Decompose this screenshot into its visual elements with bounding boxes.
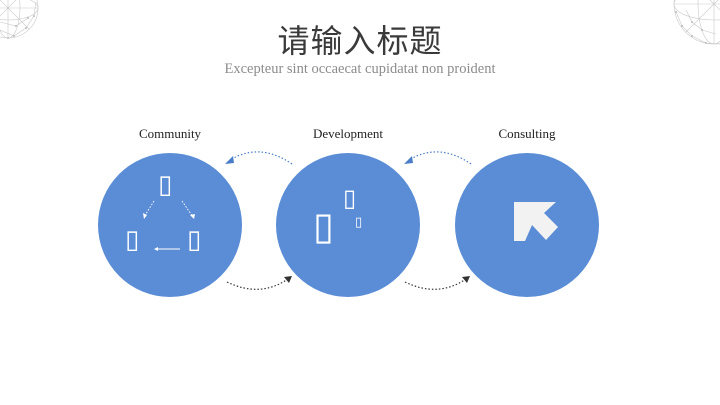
top-arrowhead-right [404,156,413,164]
step-label-development: Development [312,126,384,141]
box-glyph: ▯ [313,204,334,248]
step-circle-development: ▯ ▯ ▯ [276,153,420,297]
cursor-arrow-icon [514,202,558,241]
bottom-arrowhead-right [462,276,470,283]
box-glyph: ▯ [187,225,202,255]
cycle-arrows-icon [143,200,195,251]
top-arrow-path-left [229,151,293,165]
box-glyph: ▯ [343,184,357,212]
box-glyph: ▯ [158,170,173,200]
box-glyph: ▯ [355,215,363,230]
bottom-arrowhead-left [284,276,292,283]
bottom-arrow-path-right [404,278,467,290]
top-arrowhead-left [225,156,234,164]
step-circle-community: ▯ ▯ ▯ [98,153,242,297]
bottom-arrow-path-left [226,278,289,290]
step-circle-consulting [455,153,599,297]
step-label-consulting: Consulting [498,126,556,141]
wireframe-globe-right-icon [673,0,720,45]
box-glyph: ▯ [125,225,140,255]
top-arrow-path-right [408,151,472,165]
slide-subtitle: Excepteur sint occaecat cupidatat non pr… [224,61,496,77]
community-cycle-icon: ▯ ▯ ▯ [98,153,242,297]
step-label-community: Community [138,126,202,141]
wireframe-globe-left-icon [0,0,39,39]
slide-title: 请输入标题 [277,22,443,60]
development-icon: ▯ ▯ ▯ [276,153,420,297]
